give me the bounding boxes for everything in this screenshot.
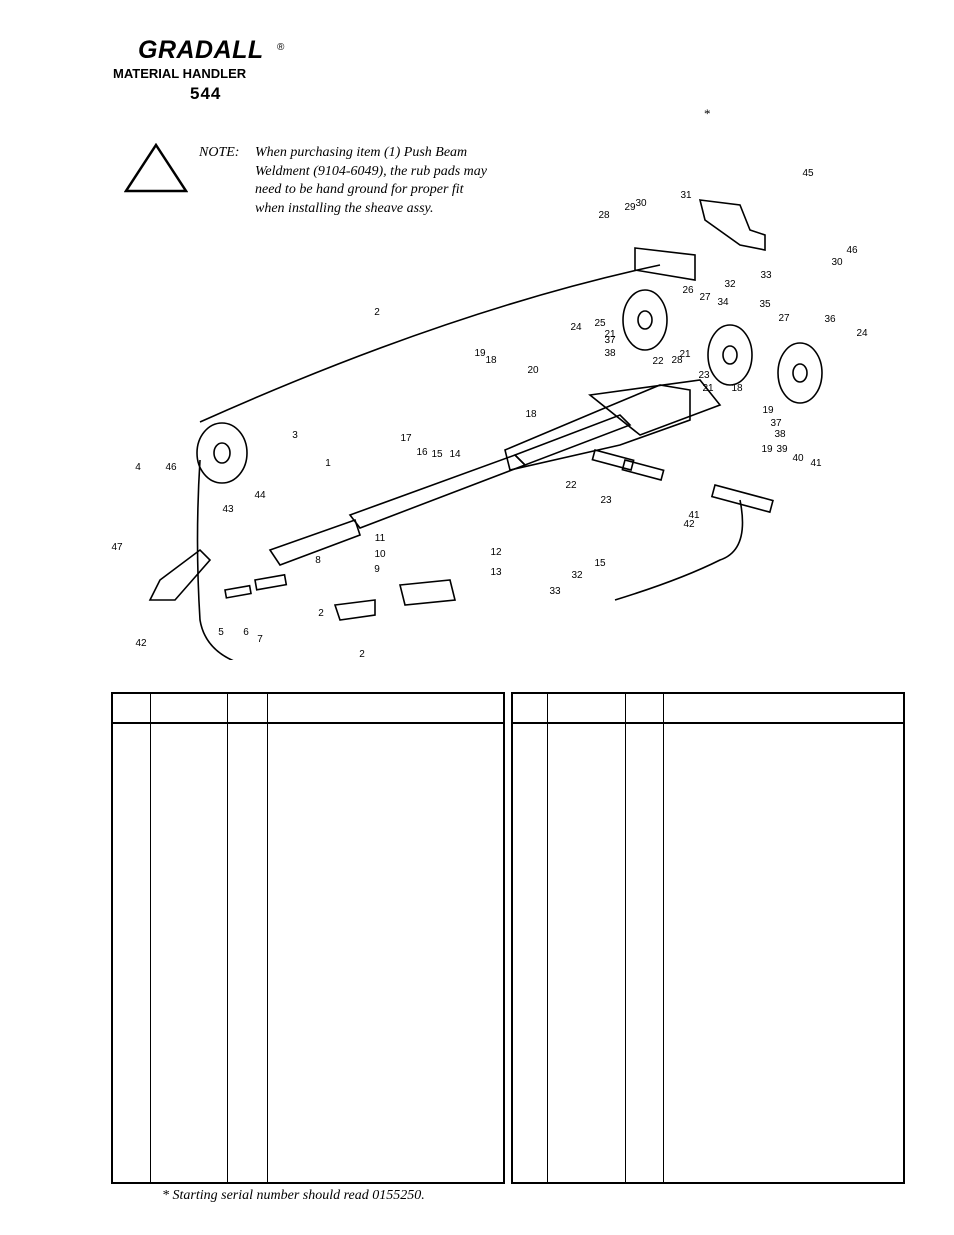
registered-mark: ® xyxy=(277,42,285,53)
product-line: MATERIAL HANDLER xyxy=(113,66,247,81)
callout-label: 33 xyxy=(549,586,561,597)
callout-label: 43 xyxy=(222,504,234,515)
callout-label: 26 xyxy=(682,285,694,296)
callout-label: 23 xyxy=(698,370,710,381)
callout-label: 42 xyxy=(135,638,147,649)
callout-label: 37 xyxy=(604,335,616,346)
callout-label: 22 xyxy=(565,480,577,491)
callout-label: 25 xyxy=(594,318,606,329)
callout-label: 32 xyxy=(571,570,583,581)
callout-label: 12 xyxy=(490,547,502,558)
callout-label: 46 xyxy=(165,462,177,473)
warning-triangle-icon xyxy=(123,142,189,198)
callout-label: 6 xyxy=(243,627,249,638)
callout-label: 37 xyxy=(770,418,782,429)
callout-label: 4 xyxy=(135,462,141,473)
callout-label: 18 xyxy=(731,383,743,394)
callout-label: 22 xyxy=(652,356,664,367)
callout-label: 9 xyxy=(374,564,380,575)
callout-label: 34 xyxy=(717,297,729,308)
callout-label: 18 xyxy=(485,355,497,366)
callout-label: 39 xyxy=(776,444,788,455)
callout-label: 30 xyxy=(831,257,843,268)
callout-label: 19 xyxy=(474,348,486,359)
callout-label: 44 xyxy=(254,490,266,501)
column-divider xyxy=(547,694,548,1182)
callout-label: 38 xyxy=(604,348,616,359)
callout-label: 2 xyxy=(374,307,380,318)
callout-label: 10 xyxy=(374,549,386,560)
callout-label: 15 xyxy=(594,558,606,569)
note-prefix: NOTE: xyxy=(199,145,240,160)
callout-label: 27 xyxy=(699,292,711,303)
callout-label: 17 xyxy=(400,433,412,444)
column-divider xyxy=(663,694,664,1182)
callout-label: 5 xyxy=(218,627,224,638)
callout-label: 11 xyxy=(375,533,386,544)
callout-label: 32 xyxy=(724,279,736,290)
callout-label: 46 xyxy=(846,245,858,256)
column-divider xyxy=(267,694,268,1182)
callout-label: 3 xyxy=(292,430,298,441)
callout-label: 19 xyxy=(761,444,773,455)
parts-table-right xyxy=(511,692,905,1184)
callout-label: 20 xyxy=(527,365,539,376)
callout-label: 28 xyxy=(671,355,683,366)
callout-label: 7 xyxy=(257,634,263,645)
callout-label: 19 xyxy=(762,405,774,416)
callout-label: 21 xyxy=(702,383,714,394)
callout-label: 41 xyxy=(810,458,822,469)
callout-label: 40 xyxy=(792,453,804,464)
callout-label: 30 xyxy=(635,198,647,209)
column-divider xyxy=(150,694,151,1182)
callout-label: 33 xyxy=(760,270,772,281)
callout-label: 38 xyxy=(774,429,786,440)
footnote: * Starting serial number should read 015… xyxy=(162,1188,425,1203)
callout-label: 36 xyxy=(824,314,836,325)
model-number: 544 xyxy=(190,84,222,103)
brand-logo: GRADALL xyxy=(138,36,264,64)
callout-label: 16 xyxy=(416,447,428,458)
callout-label: 2 xyxy=(318,608,324,619)
callout-label: 23 xyxy=(600,495,612,506)
callout-label: 15 xyxy=(431,449,443,460)
callout-label: 21 xyxy=(679,349,691,360)
callout-label: 18 xyxy=(525,409,537,420)
callout-label: 28 xyxy=(598,210,610,221)
callout-label: 2 xyxy=(359,649,365,660)
column-divider xyxy=(625,694,626,1182)
callout-label: 27 xyxy=(778,313,790,324)
callout-label: 1 xyxy=(325,458,331,469)
table-header xyxy=(113,694,503,724)
callout-label: 41 xyxy=(688,510,700,521)
table-header xyxy=(513,694,903,724)
parts-table-left xyxy=(111,692,505,1184)
callout-label: 35 xyxy=(759,299,771,310)
callout-label: 47 xyxy=(111,542,123,553)
callout-label: 29 xyxy=(624,202,636,213)
callout-label: 31 xyxy=(680,190,692,201)
callout-label: 24 xyxy=(570,322,582,333)
callout-label: 13 xyxy=(490,567,502,578)
callout-label: 24 xyxy=(856,328,868,339)
header-asterisk: * xyxy=(704,106,711,121)
callout-label: 42 xyxy=(683,519,695,530)
callout-label: 8 xyxy=(315,555,321,566)
callout-label: 14 xyxy=(449,449,461,460)
note-text: When purchasing item (1) Push Beam Weldm… xyxy=(255,145,488,216)
column-divider xyxy=(227,694,228,1182)
callout-label: 45 xyxy=(802,168,814,179)
callout-label: 21 xyxy=(604,329,616,340)
